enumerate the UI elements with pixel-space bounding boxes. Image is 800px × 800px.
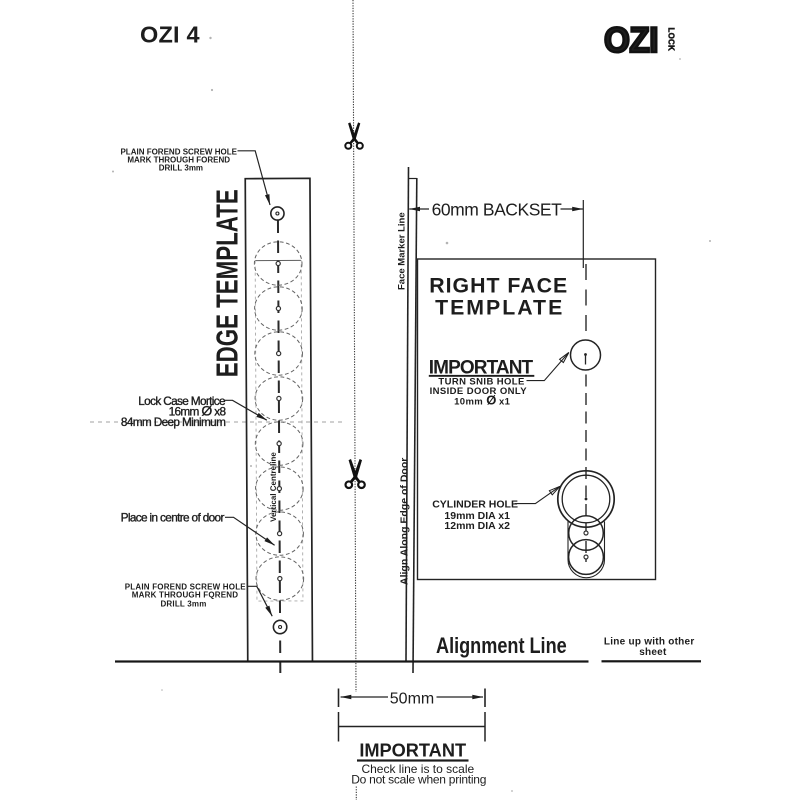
svg-text:MARK THROUGH FOREND: MARK THROUGH FOREND [127, 156, 230, 165]
svg-text:60mm BACKSET: 60mm BACKSET [432, 199, 563, 219]
svg-text:IMPORTANT: IMPORTANT [429, 358, 534, 379]
svg-text:MARK THROUGH FQREND: MARK THROUGH FQREND [132, 591, 238, 600]
svg-text:TEMPLATE: TEMPLATE [435, 296, 564, 320]
svg-text:DRILL 3mm: DRILL 3mm [160, 599, 206, 608]
svg-text:IMPORTANT: IMPORTANT [359, 740, 466, 760]
svg-text:Check line is to scale: Check line is to scale [361, 762, 474, 776]
svg-text:OZI: OZI [604, 21, 658, 60]
svg-text:EDGE TEMPLATE: EDGE TEMPLATE [210, 189, 244, 377]
svg-text:Place in centre of door: Place in centre of door [121, 510, 225, 524]
svg-text:Vertical Centreline: Vertical Centreline [269, 452, 278, 522]
svg-text:RIGHT FACE: RIGHT FACE [429, 273, 568, 297]
svg-text:16mm Ø x8: 16mm Ø x8 [169, 403, 227, 419]
svg-text:TURN SNIB HOLE: TURN SNIB HOLE [438, 377, 524, 388]
svg-text:Face Marker Line: Face Marker Line [397, 212, 408, 290]
svg-text:OZI 4: OZI 4 [140, 22, 200, 48]
svg-text:Line up with other: Line up with other [604, 637, 695, 648]
svg-text:19mm DIA x1: 19mm DIA x1 [444, 510, 510, 522]
svg-text:CYLINDER HOLE: CYLINDER HOLE [432, 499, 518, 511]
svg-text:84mm Deep Minimum: 84mm Deep Minimum [121, 415, 226, 429]
svg-text:Do not scale when printing: Do not scale when printing [351, 773, 486, 787]
svg-text:INSIDE DOOR ONLY: INSIDE DOOR ONLY [430, 386, 528, 397]
svg-text:Align Along Edge of Door: Align Along Edge of Door [399, 458, 411, 585]
svg-text:Alignment Line: Alignment Line [436, 634, 567, 658]
svg-text:10mm Ø x1: 10mm Ø x1 [454, 392, 511, 407]
svg-text:Lock Case Mortice: Lock Case Mortice [138, 394, 226, 408]
svg-text:sheet: sheet [639, 647, 667, 658]
svg-text:LOCK: LOCK [667, 28, 676, 51]
svg-text:PLAIN FOREND SCREW HOLE: PLAIN FOREND SCREW HOLE [120, 147, 237, 156]
svg-text:DRILL 3mm: DRILL 3mm [159, 164, 203, 173]
svg-text:50mm: 50mm [390, 691, 434, 708]
svg-text:PLAIN FOREND SCREW HOLE: PLAIN FOREND SCREW HOLE [125, 582, 247, 591]
svg-text:12mm DIA x2: 12mm DIA x2 [444, 520, 510, 532]
